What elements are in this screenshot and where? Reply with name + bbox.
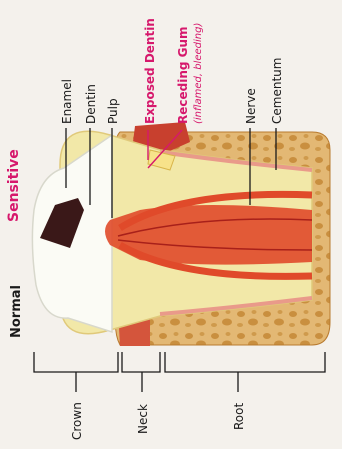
label-enamel: Enamel [60, 79, 74, 124]
label-dentin: Dentin [84, 84, 98, 124]
leader-crown [34, 352, 118, 392]
label-sensitive: Sensitive [6, 149, 22, 222]
leader-root [165, 352, 325, 392]
label-neck: Neck [136, 404, 150, 434]
label-nerve: Nerve [244, 88, 258, 124]
leader-neck [122, 352, 160, 392]
label-pulp: Pulp [106, 98, 120, 124]
label-receding-gum-note: (inflamed, bleeding) [193, 23, 204, 124]
label-crown: Crown [70, 402, 84, 440]
label-exposed-dentin: Exposed Dentin [143, 18, 157, 124]
label-receding-gum: Receding Gum [176, 26, 190, 124]
label-root: Root [232, 403, 246, 430]
label-cementum: Cementum [270, 58, 284, 124]
label-normal: Normal [9, 285, 24, 338]
